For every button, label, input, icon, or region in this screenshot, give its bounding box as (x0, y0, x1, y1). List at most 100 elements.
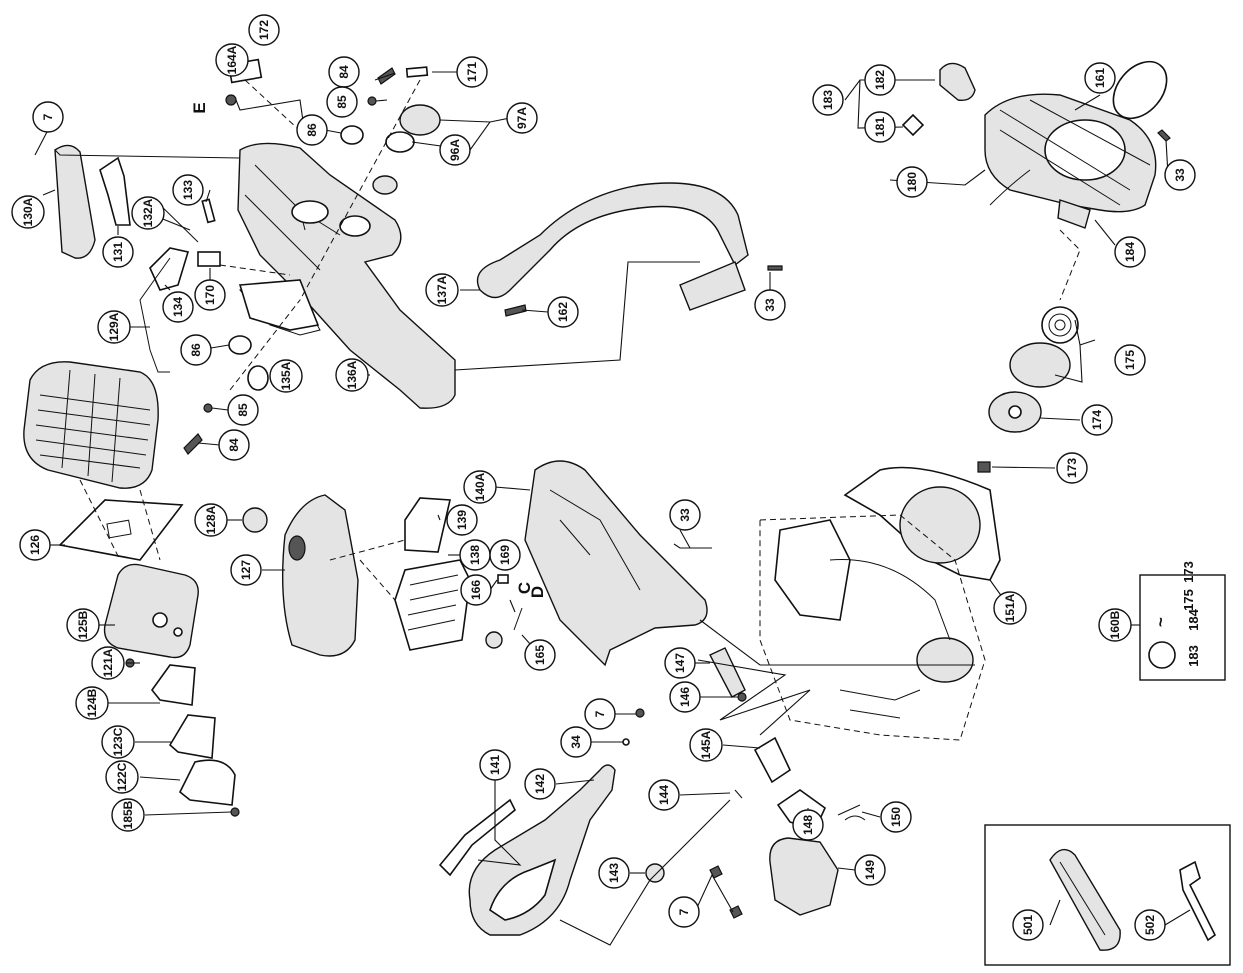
svg-text:169: 169 (498, 545, 512, 565)
callout-84-top: 84 (328, 56, 360, 88)
callout-183-top: 183 (812, 84, 844, 116)
callout-127: 127 (230, 554, 262, 586)
washer-146 (737, 692, 747, 702)
callout-174: 174 (1081, 404, 1113, 436)
svg-text:84: 84 (227, 438, 241, 452)
decal-170 (197, 251, 221, 267)
svg-text:182: 182 (873, 70, 887, 90)
callout-86-top: 86 (296, 114, 328, 146)
screw-33-handle (767, 265, 783, 271)
svg-text:121A: 121A (101, 648, 115, 677)
kit-item-184: 184 (1186, 608, 1201, 630)
guide-bar-501-groove (1059, 861, 1106, 936)
callout-144: 144 (648, 779, 680, 811)
svg-text:123C: 123C (111, 727, 125, 756)
starter-handle-182 (939, 62, 976, 101)
callout-97a: 97A (506, 102, 538, 134)
filter-cover-127 (281, 494, 359, 657)
svg-text:181: 181 (873, 117, 887, 137)
plate-123c (168, 714, 216, 759)
rear-handle-142-slot (489, 858, 557, 921)
gasket-126-port (106, 519, 132, 539)
callout-171: 171 (456, 56, 488, 88)
callout-165: 165 (524, 639, 556, 671)
front-handle-foot (679, 261, 746, 311)
callout-135a: 135A (269, 359, 303, 393)
svg-text:144: 144 (657, 785, 671, 805)
svg-text:184: 184 (1123, 242, 1137, 262)
callout-33-handle: 33 (754, 289, 786, 321)
callout-180: 180 (896, 166, 928, 198)
svg-text:7: 7 (593, 710, 607, 717)
screw-147 (709, 647, 746, 698)
kit-tilde: ~ (1151, 617, 1170, 627)
pin-165 (513, 607, 523, 631)
pin-144 (734, 789, 743, 799)
callout-166: 166 (460, 574, 492, 606)
callout-502: 502 (1134, 909, 1166, 941)
letter-e: E (190, 102, 209, 113)
callout-182: 182 (864, 64, 896, 96)
grommet-166 (485, 631, 503, 649)
svg-text:162: 162 (556, 302, 570, 322)
kit-range-start: 175 (1181, 589, 1196, 611)
callout-172: 172 (248, 14, 280, 46)
bracket-145a (753, 736, 792, 784)
fuel-cap-97a (399, 104, 441, 136)
svg-text:142: 142 (533, 774, 547, 794)
callout-173: 173 (1056, 452, 1088, 484)
svg-text:7: 7 (41, 113, 55, 120)
rear-handle-housing (237, 142, 456, 409)
svg-text:96A: 96A (448, 139, 462, 161)
washer-34 (622, 738, 630, 746)
svg-text:161: 161 (1093, 68, 1107, 88)
accessory-box (984, 824, 1231, 966)
svg-text:134: 134 (171, 297, 185, 317)
throttle-rod-129a (139, 257, 171, 373)
callout-123c: 123C (101, 725, 135, 759)
air-filter-138-mesh (407, 574, 459, 631)
callout-162: 162 (547, 296, 579, 328)
svg-text:172: 172 (257, 20, 271, 40)
svg-text:33: 33 (1173, 168, 1187, 182)
svg-text:97A: 97A (515, 107, 529, 129)
spring-150 (837, 804, 866, 821)
decal-141 (438, 798, 517, 877)
fuel-cap-96a (372, 175, 398, 195)
svg-text:166: 166 (469, 580, 483, 600)
callout-142: 142 (524, 768, 556, 800)
svg-text:139: 139 (455, 510, 469, 530)
callout-139: 139 (446, 504, 478, 536)
muffler (103, 563, 199, 659)
grip-130a (54, 144, 96, 259)
callout-137a: 137A (425, 273, 459, 307)
screw-162 (504, 304, 527, 317)
kit-box-text: 175 173 ~ 184 183 (1151, 561, 1201, 667)
svg-text:129A: 129A (107, 312, 121, 341)
callout-85-top: 85 (326, 86, 358, 118)
callout-129a: 129A (97, 310, 131, 344)
kit-item-183: 183 (1186, 645, 1201, 667)
callout-149: 149 (854, 854, 886, 886)
screw-84-bottom (183, 433, 203, 455)
insert-181 (901, 113, 925, 137)
bushing-86-top (340, 125, 364, 145)
callout-164a: 164A (215, 43, 249, 77)
spring-cup (1009, 342, 1071, 388)
letter-d: D (528, 586, 547, 598)
air-filter-138 (394, 559, 471, 651)
clip-171 (405, 66, 429, 78)
callout-184: 184 (1114, 236, 1146, 268)
svg-text:164A: 164A (225, 45, 239, 74)
callout-125b: 125B (66, 608, 100, 642)
svg-text:502: 502 (1143, 915, 1157, 935)
callout-33-starter: 33 (1164, 159, 1196, 191)
svg-text:149: 149 (863, 860, 877, 880)
starter-housing (984, 93, 1157, 229)
throttle-lockout-134 (149, 247, 190, 291)
svg-text:127: 127 (239, 560, 253, 580)
nut-85-bottom (203, 403, 213, 413)
svg-text:7: 7 (677, 908, 691, 915)
svg-text:135A: 135A (279, 361, 293, 390)
callout-145a: 145A (689, 728, 723, 762)
